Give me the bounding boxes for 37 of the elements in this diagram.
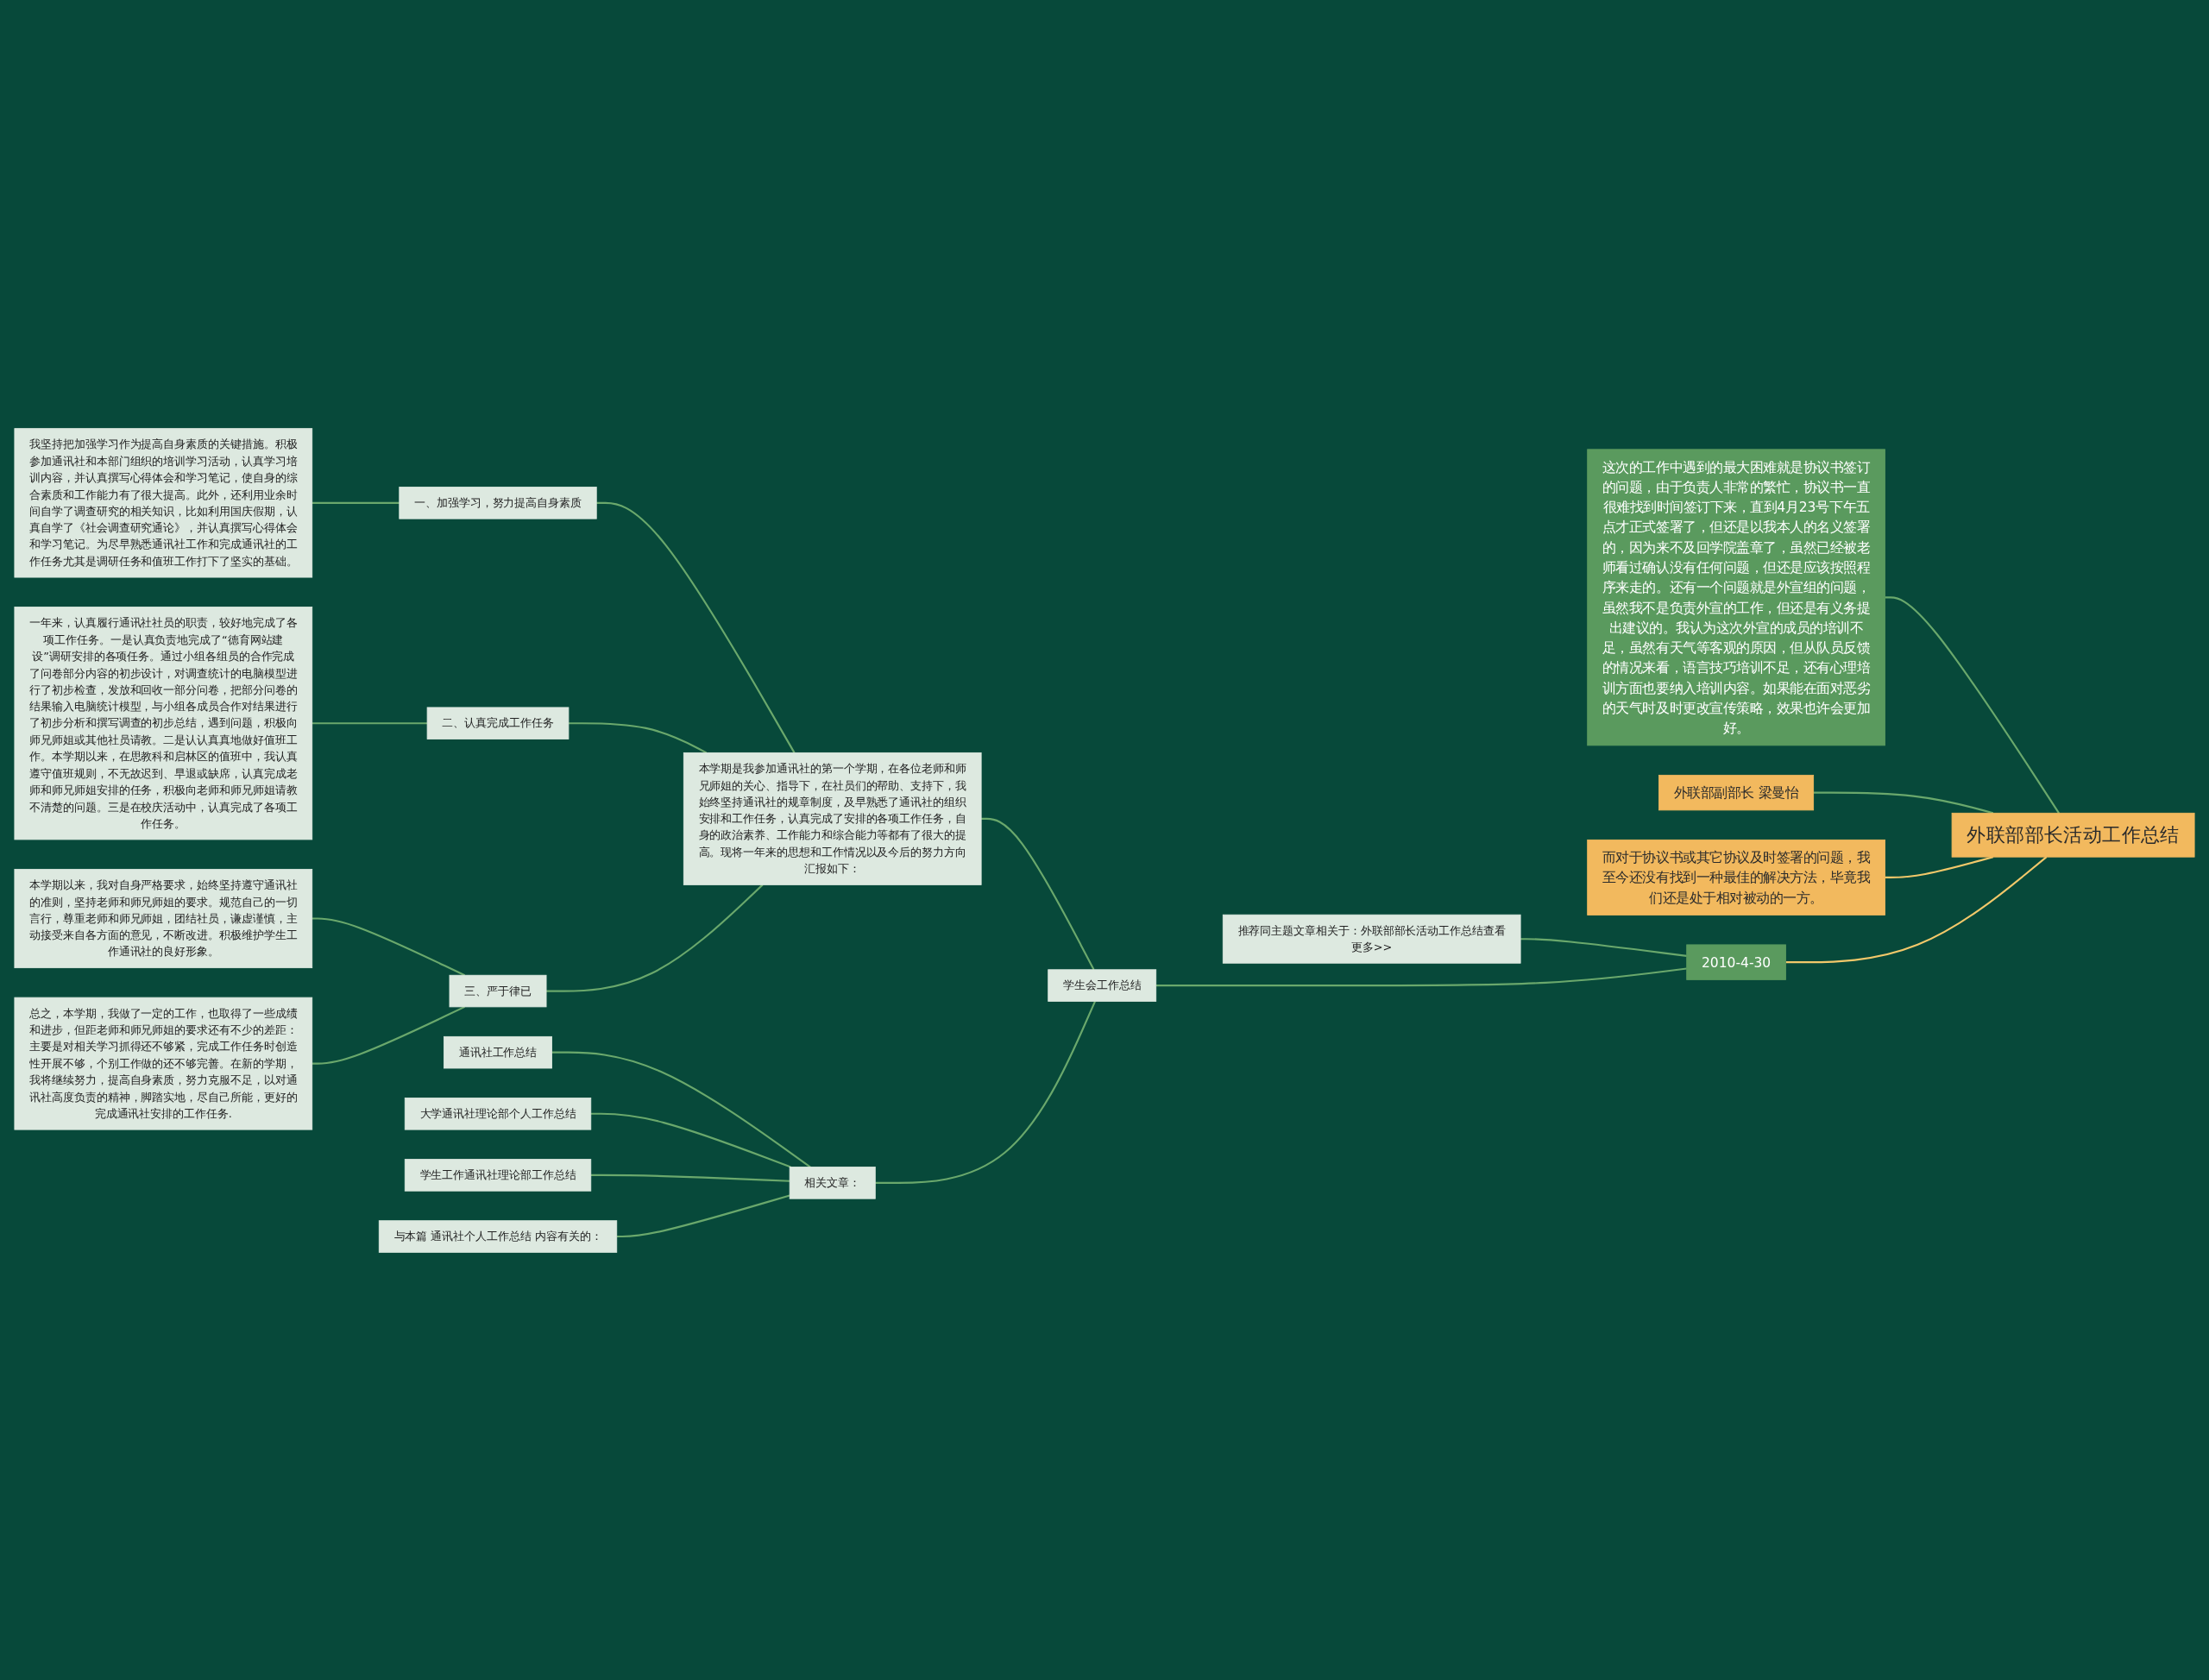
connector: [616, 1193, 790, 1237]
connector: [1155, 966, 1687, 986]
connector: [875, 1000, 1097, 1184]
node-box: 本学期是我参加通讯社的第一个学期，在各位老师和师兄师姐的关心、指导下，在社员们的帮助、支持下，我始终坚持通讯社的规章制度，及早熟悉了通讯社的组织安排和工作任务，认真完成了安排的各项工作任务，自身的政治素养、工作能力和综合能力等都有了很大的提高。现将一年来的思想和工作情况以及今后的努力方向汇报如下：: [683, 752, 982, 885]
node-box: 一年来，认真履行通讯社社员的职责，较好地完成了各项工作任务。一是认真负责地完成了“德育网站建设”调研安排的各项任务。通过小组各组员的合作完成了问卷部分内容的初步设计，对调查统计的电脑模型进行了初步检查，发放和回收一部分问卷，把部分问卷的结果输入电脑统计模型，与小组各成员合作对结果进行了初步分析和撰写调查的初步总结，遇到问题，积极向师兄师姐或其他社员请教。二是认认真真地做好值班工作。本学期以来，在思教科和启林区的值班中，我认真遵守值班规则，不无故迟到、早退或缺席，认真完成老师和师兄师姐安排的任务，积极向老师和师兄师姐请教不清楚的问题。三是在校庆活动中，认真完成了各项工作任务。: [14, 606, 313, 840]
connector: [1785, 855, 2048, 963]
connector: [981, 817, 1095, 970]
node-box: 外联部副部长 梁曼怡: [1658, 774, 1815, 810]
connector: [312, 501, 400, 504]
connector: [1520, 937, 1687, 957]
node-box: 而对于协议书或其它协议及时签署的问题，我至今还没有找到一种最佳的解决方法，毕竟我们还是处于相对被动的一方。: [1587, 839, 1885, 916]
node-box: 2010-4-30: [1686, 943, 1786, 980]
node-box: 总之，本学期，我做了一定的工作，也取得了一些成绩和进步，但距老师和师兄师姐的要求还有不少的差距：主要是对相关学习抓得还不够紧，完成工作任务时创造性开展不够，个别工作做的还不够完善。在新的学期，我将继续努力，提高自身素质，努力克服不足，以对通讯社高度负责的精神，脚踏实地，尽自己所能，更好的完成通讯社安排的工作任务.: [14, 997, 313, 1130]
node-box: 这次的工作中遇到的最大困难就是协议书签订的问题，由于负责人非常的繁忙，协议书一直很难找到时间签订下来，直到4月23号下午五点才正式签署了，但还是以我本人的名义签署的，因为来不及回学院盖章了，虽然已经被老师看过确认没有任何问题，但还是应该按照程序来走的。还有一个问题就是外宣组的问题，虽然我不是负责外宣的工作，但还是有义务提出建议的。我认为这次外宣的成员的培训不足，虽然有天气等客观的原因，但从队员反馈的情况来看，语言技巧培训不足，还有心理培训方面也要纳入培训内容。如果能在面对恶劣的天气时及时更改宣传策略，效果也许会更加好。: [1587, 448, 1885, 746]
connector: [1885, 595, 2060, 814]
connector: [312, 1005, 465, 1065]
connector: [596, 501, 796, 753]
connector: [551, 1051, 811, 1167]
connector: [312, 916, 465, 976]
connector: [590, 1173, 790, 1182]
node-box: 我坚持把加强学习作为提高自身素质的关键措施。积极参加通讯社和本部门组织的培训学习活动，认真学习培训内容，并认真撰写心得体会和学习笔记，使自身的综合素质和工作能力有了很大提高。此外，还利用业余时间自学了调查研究的相关知识，比如利用国庆假期，认真自学了《社会调查研究通论》，并认真撰写心得体会和学习笔记。为尽早熟悉通讯社工作和完成通讯社的工作任务尤其是调研任务和值班工作打下了坚实的基础。: [14, 427, 313, 577]
node-box: 推荐同主题文章相关于：外联部部长活动工作总结查看更多>>: [1222, 914, 1521, 964]
node-box: 通讯社工作总结: [444, 1035, 552, 1068]
node-box: 学生工作通讯社理论部工作总结: [404, 1158, 592, 1192]
node-box: 三、严于律已: [449, 974, 547, 1007]
node-box: 外联部部长活动工作总结: [1951, 812, 2195, 858]
node-box: 学生会工作总结: [1048, 968, 1157, 1002]
connector: [590, 1112, 791, 1168]
node-box: 一、加强学习，努力提高自身素质: [399, 486, 597, 519]
connector: [1885, 855, 1994, 878]
connector: [546, 884, 764, 992]
node-box: 与本篇 通讯社个人工作总结 内容有关的：: [378, 1219, 618, 1253]
node-box: 大学通讯社理论部个人工作总结: [404, 1097, 592, 1130]
node-box: 相关文章：: [789, 1166, 876, 1199]
connector: [312, 721, 428, 724]
node-box: 二、认真完成工作任务: [426, 707, 570, 739]
node-box: 本学期以来，我对自身严格要求，始终坚持遵守通讯社的准则，坚持老师和师兄师姐的要求。规范自己的一切言行，尊重老师和师兄师姐，团结社员，谦虚谨慎，主动接受来自各方面的意见，不断改进。积极维护学生工作通讯社的良好形象。: [14, 868, 313, 968]
